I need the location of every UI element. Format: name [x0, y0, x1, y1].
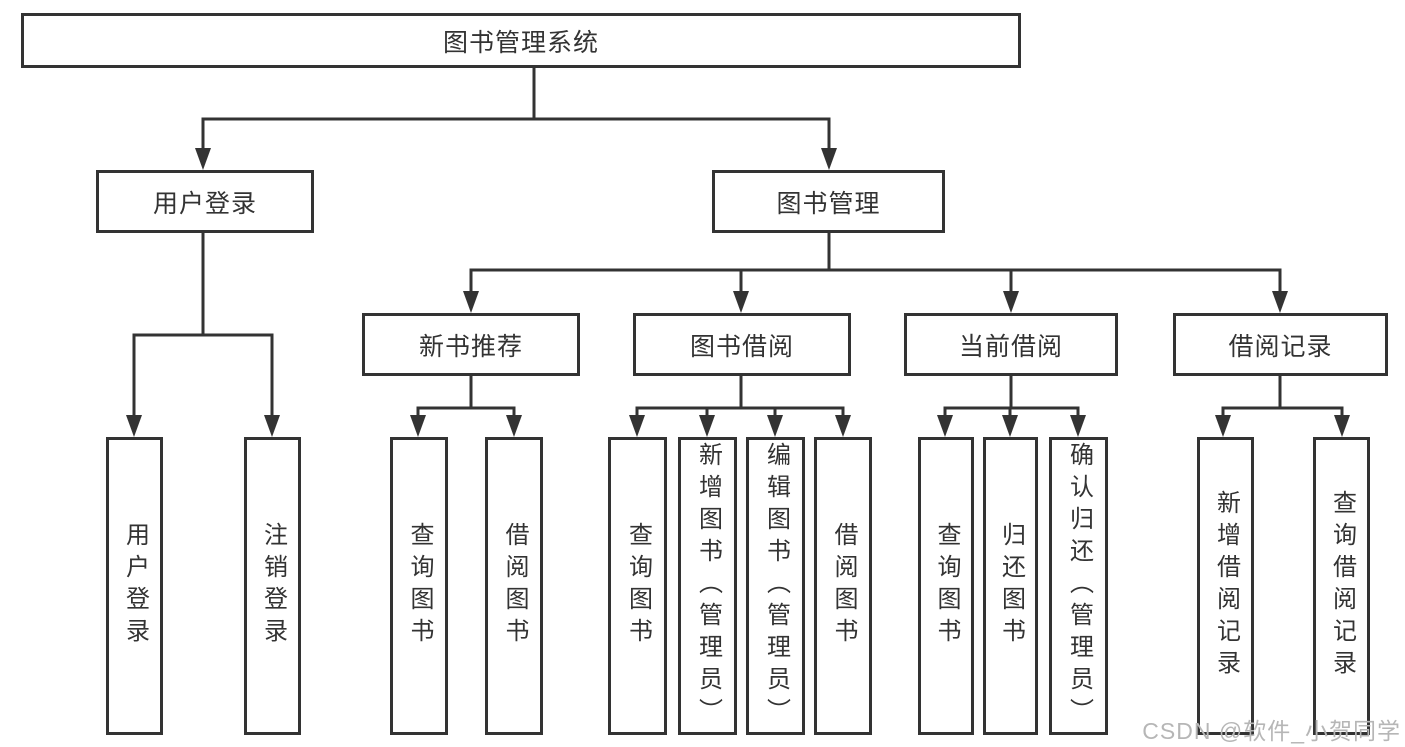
node-add-borrowing-record: 新增借阅记录 — [1197, 437, 1254, 735]
node-book-management: 图书管理 — [712, 170, 945, 233]
node-add-books-admin: 新增图书（管理员） — [678, 437, 737, 735]
node-confirm-return-admin: 确认归还（管理员） — [1049, 437, 1108, 735]
node-user-login-action: 用户登录 — [106, 437, 163, 735]
node-edit-books-admin: 编辑图书（管理员） — [746, 437, 805, 735]
node-query-books-recommend: 查询图书 — [390, 437, 448, 735]
node-query-borrowing-record: 查询借阅记录 — [1313, 437, 1370, 735]
node-borrow-books-recommend: 借阅图书 — [485, 437, 543, 735]
node-new-book-recommendation: 新书推荐 — [362, 313, 580, 376]
node-book-borrowing: 图书借阅 — [633, 313, 851, 376]
node-user-login: 用户登录 — [96, 170, 314, 233]
node-borrowing-records: 借阅记录 — [1173, 313, 1388, 376]
node-library-system: 图书管理系统 — [21, 13, 1021, 68]
node-return-books: 归还图书 — [983, 437, 1038, 735]
node-query-books-current: 查询图书 — [918, 437, 974, 735]
csdn-watermark: CSDN @软件_小贺同学 — [1142, 718, 1401, 744]
node-query-books-borrowing: 查询图书 — [608, 437, 667, 735]
node-current-borrowing: 当前借阅 — [904, 313, 1118, 376]
node-borrow-books-borrowing: 借阅图书 — [814, 437, 872, 735]
node-logout-action: 注销登录 — [244, 437, 301, 735]
